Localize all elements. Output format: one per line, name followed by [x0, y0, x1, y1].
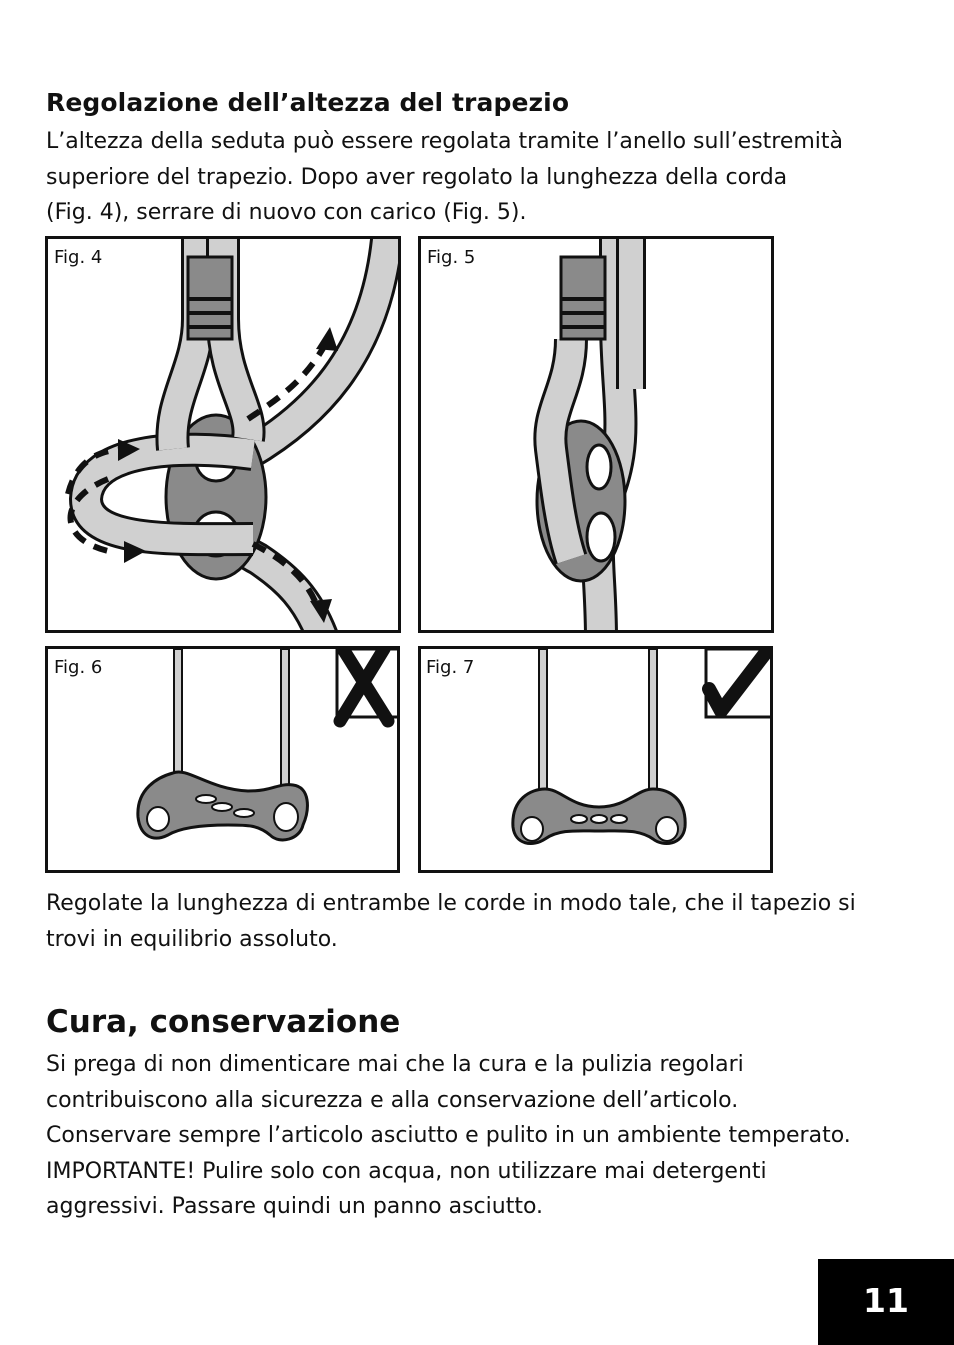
page-number: 11 [863, 1281, 909, 1320]
section-heading-height-adjustment: Regolazione dell’altezza del trapezio [46, 88, 570, 117]
figure-4-label: Fig. 4 [54, 247, 103, 268]
trapeze-balanced-icon [511, 649, 770, 845]
section-heading-care: Cura, conservazione [46, 1004, 401, 1040]
section-body-care: Si prega di non dimenticare mai che la c… [46, 1052, 851, 1219]
rope-loop-adjust-arrows-icon [65, 239, 398, 630]
figure-5: Fig. 5 [418, 236, 774, 633]
trapeze-unbalanced-icon [136, 649, 397, 842]
section-body-height-adjustment: L’altezza della seduta può essere regola… [46, 129, 844, 225]
balance-note: Regolate la lunghezza di entrambe le cor… [46, 891, 856, 952]
figure-6-label: Fig. 6 [54, 657, 103, 678]
rope-loop-tightened-icon [533, 239, 646, 630]
figure-6: Fig. 6 [45, 646, 400, 873]
figure-7: Fig. 7 [418, 646, 773, 873]
figure-7-label: Fig. 7 [426, 657, 475, 678]
figure-4: Fig. 4 [45, 236, 401, 633]
figure-5-label: Fig. 5 [427, 247, 476, 268]
page-number-box: 11 [818, 1259, 954, 1345]
